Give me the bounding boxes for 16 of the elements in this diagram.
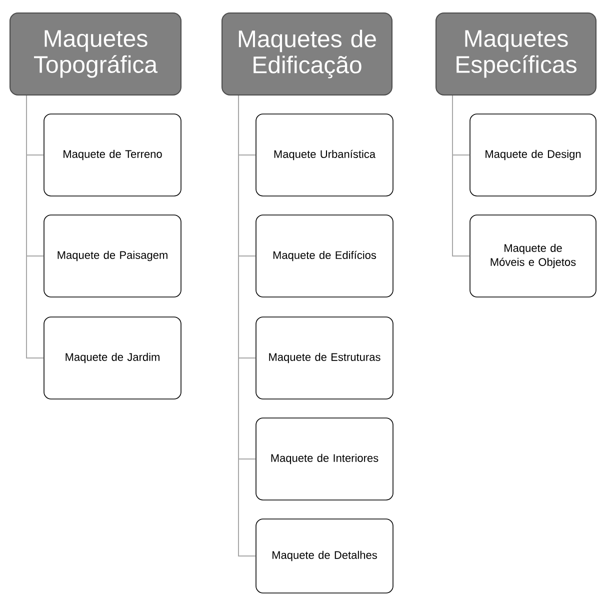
item-box: Maquete de Paisagem: [44, 214, 182, 298]
header-box: Maquetes Topográfica: [10, 12, 182, 96]
item-box: Maquete de Estruturas: [256, 316, 394, 400]
item-box: Maquete Urbanística: [256, 114, 394, 196]
connector-line: [26, 95, 44, 358]
item-box: Maquete de Design: [470, 114, 596, 196]
connector-line: [452, 95, 470, 256]
header-box: Maquetes Específicas: [436, 12, 596, 96]
item-box: Maquete de Interiores: [256, 418, 394, 500]
header-box: Maquetes de Edificação: [222, 12, 392, 96]
item-box: Maquete de Jardim: [44, 316, 182, 400]
connector-line: [238, 95, 256, 556]
item-box: Maquete de Detalhes: [256, 518, 394, 594]
item-box: Maquete de Móveis e Objetos: [470, 214, 596, 298]
item-box: Maquete de Edifícios: [256, 214, 394, 298]
item-box: Maquete de Terreno: [44, 114, 182, 196]
